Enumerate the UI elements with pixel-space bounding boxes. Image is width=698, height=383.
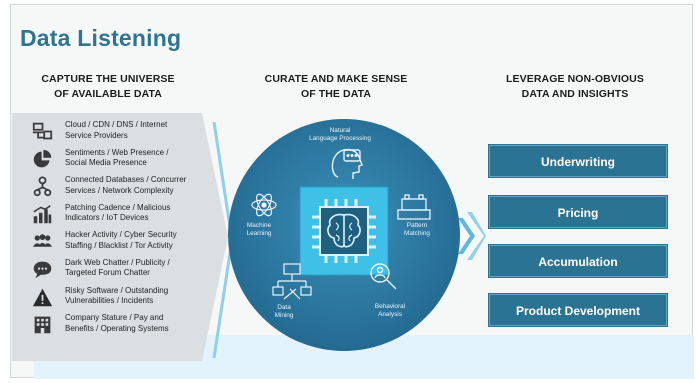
- flow-arrow-icon: [458, 212, 486, 260]
- source-line: Vulnerabilities / Incidents: [65, 296, 154, 306]
- technique-label: Matching: [404, 230, 430, 237]
- data-mining-icon: [272, 263, 312, 300]
- sources-chevron-shape: [12, 113, 228, 361]
- technique-label: Language Processing: [309, 135, 371, 142]
- ai-chip-brain-icon: [299, 186, 389, 276]
- warning-triangle-icon: [32, 288, 53, 306]
- technique-label: Natural: [329, 127, 351, 134]
- technique-label: Pattern: [406, 222, 428, 229]
- source-line: Risky Software / Outstanding: [65, 285, 169, 295]
- technique-nlp: Natural Language Processing: [295, 127, 385, 143]
- technique-label: Mining: [274, 312, 294, 319]
- network-computer-icon: [32, 122, 53, 140]
- source-line: Dark Web Chatter / Publicity /: [65, 257, 170, 267]
- source-line: Hacker Activity / Cyber Security: [65, 230, 177, 240]
- technique-data-mining: Data Mining: [239, 304, 329, 320]
- source-line: Company Stature / Pay and: [65, 313, 164, 323]
- source-line: Patching Cadence / Malicious: [65, 202, 171, 212]
- technique-machine-learning: Machine Learning: [214, 222, 304, 238]
- bar-chart-building-icon: [33, 204, 52, 224]
- source-line: Service Providers: [65, 130, 128, 140]
- source-line: Benefits / Operating Systems: [65, 323, 169, 333]
- accumulation-button[interactable]: Accumulation: [488, 244, 668, 278]
- source-line: Cloud / CDN / DNS / Internet: [65, 120, 168, 129]
- source-line: Targeted Forum Chatter: [65, 268, 150, 278]
- ai-techniques-circle: [228, 119, 460, 351]
- curate-heading: CURATE AND MAKE SENSE OF THE DATA: [246, 72, 426, 102]
- connected-nodes-icon: [33, 176, 52, 197]
- leverage-heading: LEVERAGE NON-OBVIOUS DATA AND INSIGHTS: [475, 72, 675, 102]
- curate-heading-line1: CURATE AND MAKE SENSE: [264, 73, 408, 85]
- technique-label: Learning: [246, 230, 272, 237]
- pricing-button[interactable]: Pricing: [488, 195, 668, 229]
- technique-behavioral-analysis: Behavioral Analysis: [345, 303, 435, 319]
- behavioral-analysis-icon: [370, 263, 397, 290]
- technique-label: Machine: [246, 222, 272, 229]
- technique-pattern-matching: Pattern Matching: [372, 222, 462, 238]
- people-group-icon: [32, 234, 53, 248]
- source-line: Social Media Presence: [65, 158, 147, 168]
- leverage-heading-line2: DATA AND INSIGHTS: [521, 88, 629, 100]
- capture-heading-line2: OF AVAILABLE DATA: [54, 88, 162, 100]
- leverage-heading-line1: LEVERAGE NON-OBVIOUS: [506, 73, 644, 85]
- chat-bubble-icon: [33, 261, 52, 279]
- curate-heading-line2: OF THE DATA: [300, 88, 372, 100]
- source-line: Indicators / IoT Devices: [65, 213, 149, 223]
- product-development-button[interactable]: Product Development: [488, 293, 668, 327]
- underwriting-button[interactable]: Underwriting: [488, 144, 668, 178]
- office-building-icon: [34, 316, 51, 334]
- source-line: Connected Databases / Concurrer: [65, 175, 187, 185]
- page-title: Data Listening: [20, 25, 182, 51]
- source-line: Sentiments / Web Presence /: [65, 147, 169, 157]
- machine-learning-icon: [251, 193, 277, 217]
- source-line: Staffing / Blacklist / Tor Activity: [65, 240, 173, 250]
- list-item: Sentiments / Web Presence /Social Media …: [27, 146, 207, 174]
- list-item: Dark Web Chatter / Publicity /Targeted F…: [27, 256, 207, 284]
- pie-chart-icon: [33, 149, 52, 167]
- technique-label: Behavioral: [374, 303, 406, 310]
- capture-heading-line1: CAPTURE THE UNIVERSE: [41, 73, 175, 85]
- capture-heading: CAPTURE THE UNIVERSE OF AVAILABLE DATA: [18, 72, 198, 102]
- pattern-matching-icon: [397, 194, 431, 220]
- technique-label: Analysis: [378, 311, 402, 318]
- technique-label: Data: [277, 304, 291, 311]
- source-line: Services / Network Complexity: [65, 185, 174, 195]
- nlp-head-icon: [331, 148, 363, 179]
